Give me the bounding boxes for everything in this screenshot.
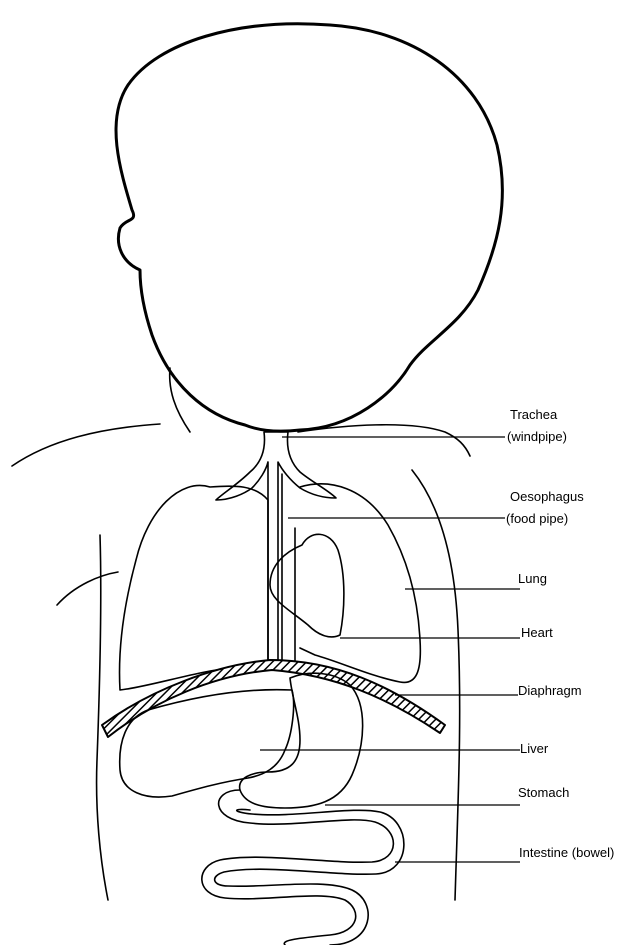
heart-label: Heart bbox=[521, 625, 553, 640]
trachea-shape bbox=[216, 432, 336, 660]
intestine-shape bbox=[202, 790, 404, 945]
oesophagus-shape bbox=[282, 474, 295, 668]
right-lung bbox=[300, 484, 420, 683]
trachea-label-sub: (windpipe) bbox=[507, 429, 567, 444]
intestine-label: Intestine (bowel) bbox=[519, 845, 614, 860]
trachea-label: Trachea bbox=[510, 407, 558, 422]
stomach-shape bbox=[240, 673, 363, 808]
left-neck-line bbox=[170, 368, 190, 432]
left-torso-side bbox=[97, 535, 108, 900]
right-torso-side bbox=[412, 470, 460, 900]
left-arm-line bbox=[57, 572, 118, 605]
right-shoulder-line bbox=[298, 425, 470, 456]
oesophagus-label-sub: (food pipe) bbox=[506, 511, 568, 526]
diaphragm-shape bbox=[102, 660, 445, 737]
stomach-label: Stomach bbox=[518, 785, 569, 800]
diaphragm-label: Diaphragm bbox=[518, 683, 582, 698]
heart-shape bbox=[270, 534, 344, 637]
liver-label: Liver bbox=[520, 741, 549, 756]
left-shoulder-line bbox=[12, 424, 160, 466]
lung-label: Lung bbox=[518, 571, 547, 586]
left-lung bbox=[120, 485, 268, 690]
oesophagus-label: Oesophagus bbox=[510, 489, 584, 504]
head-outline bbox=[116, 24, 502, 431]
